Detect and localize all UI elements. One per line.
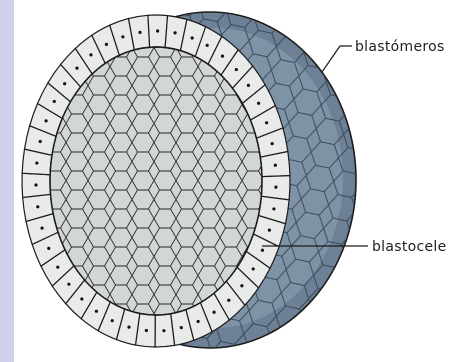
cell-nucleus xyxy=(138,31,141,34)
cell-nucleus xyxy=(221,54,224,57)
cell-nucleus xyxy=(261,249,264,252)
cell-nucleus xyxy=(274,164,277,167)
cell-nucleus xyxy=(67,283,70,286)
cell-nucleus xyxy=(39,140,42,143)
cell-nucleus xyxy=(271,142,274,145)
cell-nucleus xyxy=(265,121,268,124)
label-blastocele-text: blastocele xyxy=(372,239,447,255)
cell-nucleus xyxy=(240,284,243,287)
cell-nucleus xyxy=(247,84,250,87)
cell-nucleus xyxy=(36,205,39,208)
cell-nucleus xyxy=(206,44,209,47)
leader-line-blastomeros xyxy=(322,46,352,72)
cell-nucleus xyxy=(227,299,230,302)
cell-nucleus xyxy=(34,183,37,186)
cell-nucleus xyxy=(105,43,108,46)
cell-nucleus xyxy=(63,82,66,85)
cell-nucleus xyxy=(156,29,159,32)
cell-nucleus xyxy=(212,311,215,314)
label-blastomeros: blastómeros xyxy=(322,39,445,72)
cell-nucleus xyxy=(235,68,238,71)
cell-nucleus xyxy=(95,310,98,313)
cell-nucleus xyxy=(257,102,260,105)
cell-nucleus xyxy=(191,36,194,39)
cell-nucleus xyxy=(127,326,130,329)
cell-nucleus xyxy=(145,329,148,332)
cell-nucleus xyxy=(274,186,277,189)
cell-nucleus xyxy=(162,329,165,332)
cell-nucleus xyxy=(44,119,47,122)
cell-nucleus xyxy=(56,266,59,269)
cell-nucleus xyxy=(121,35,124,38)
label-blastomeros-text: blastómeros xyxy=(355,39,445,55)
cell-nucleus xyxy=(75,67,78,70)
cell-nucleus xyxy=(47,247,50,250)
cell-nucleus xyxy=(53,100,56,103)
cell-nucleus xyxy=(180,326,183,329)
cell-nucleus xyxy=(173,31,176,34)
cell-nucleus xyxy=(197,320,200,323)
cell-nucleus xyxy=(89,53,92,56)
cell-nucleus xyxy=(35,161,38,164)
cell-nucleus xyxy=(80,297,83,300)
cell-nucleus xyxy=(40,226,43,229)
cell-nucleus xyxy=(268,229,271,232)
cell-nucleus xyxy=(252,267,255,270)
cell-nucleus xyxy=(272,207,275,210)
cell-nucleus xyxy=(111,319,114,322)
